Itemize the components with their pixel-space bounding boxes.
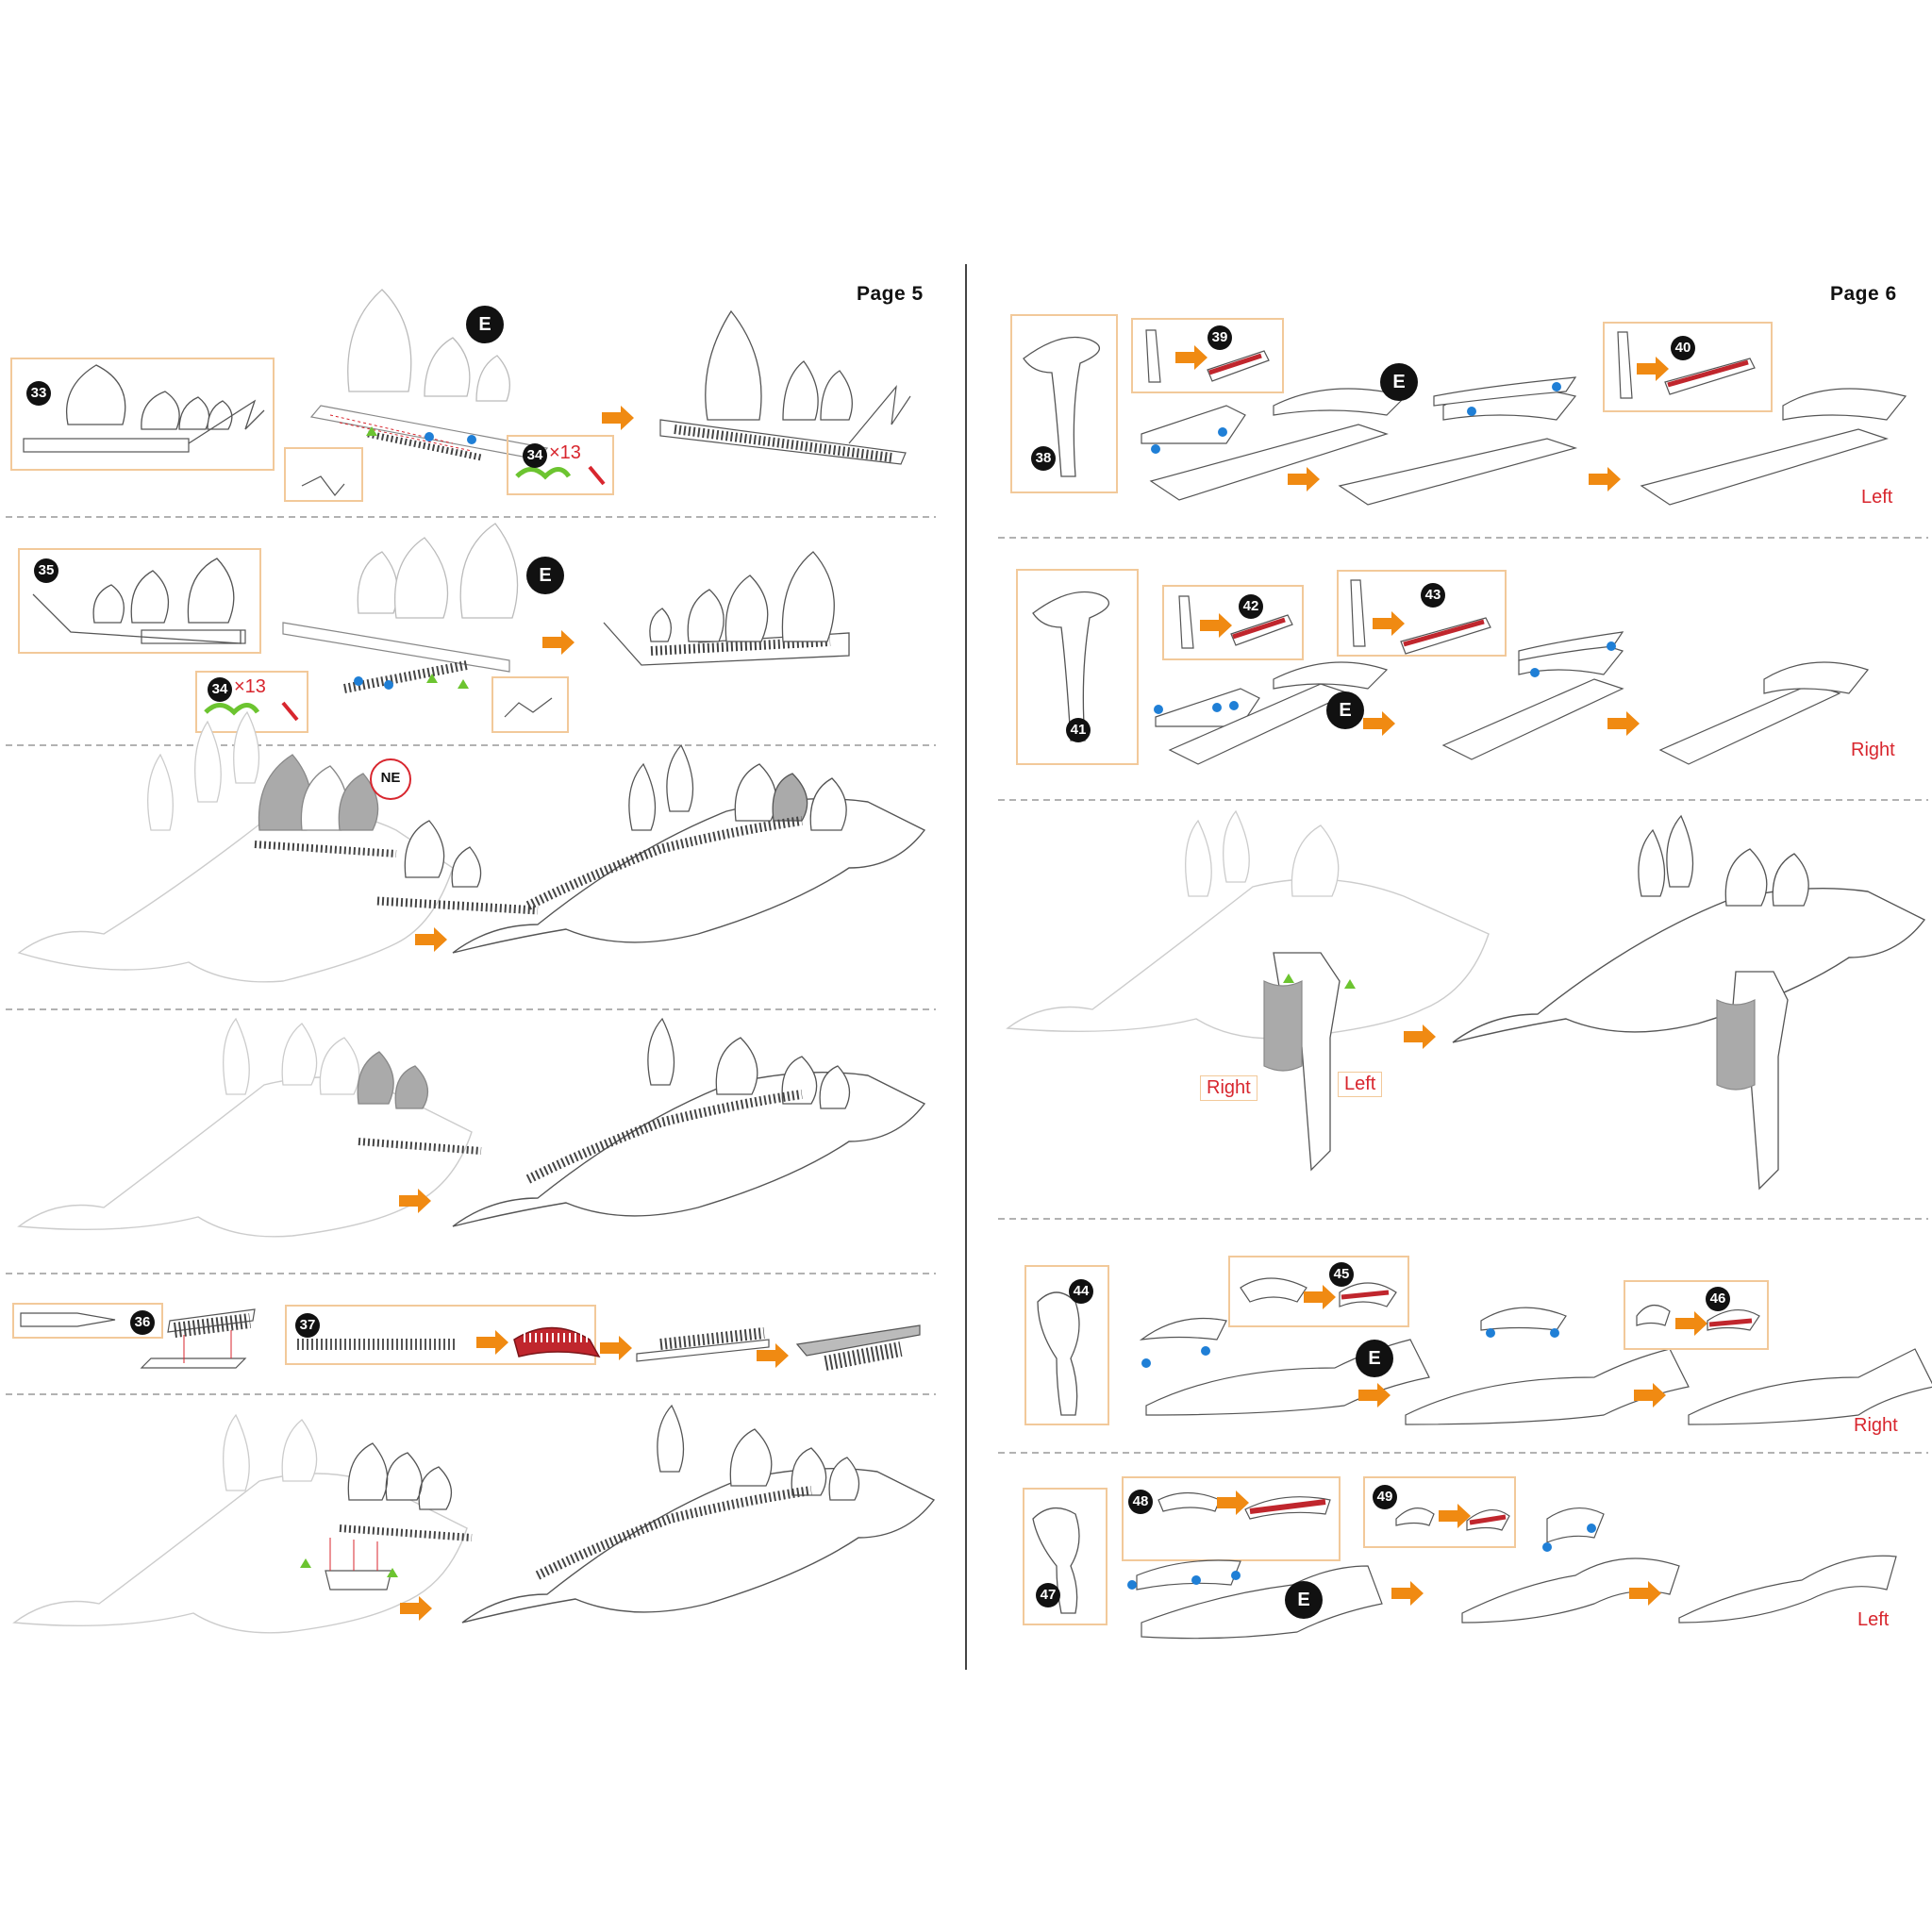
ne-badge: NE xyxy=(370,758,411,800)
step-41-43 xyxy=(1016,569,1870,765)
step-number-34: 34 xyxy=(523,443,547,468)
e-badge: E xyxy=(1356,1340,1393,1377)
e-badge: E xyxy=(466,306,504,343)
step-number-40: 40 xyxy=(1671,336,1695,360)
step-number-37: 37 xyxy=(295,1313,320,1338)
step-number-38: 38 xyxy=(1031,446,1056,471)
step-35 xyxy=(18,523,850,733)
step-number-39: 39 xyxy=(1208,325,1232,350)
skeleton-assembly-1 xyxy=(17,710,926,983)
skeleton-assembly-4 xyxy=(1006,809,1926,1191)
side-label-right: Right xyxy=(1854,1415,1898,1436)
step-number-35: 35 xyxy=(34,558,58,583)
e-badge: E xyxy=(526,557,564,594)
step-33 xyxy=(10,289,911,502)
step-number-45: 45 xyxy=(1329,1262,1354,1287)
step-number-43: 43 xyxy=(1421,583,1445,608)
step-47-49 xyxy=(1023,1476,1897,1640)
step-number-34: 34 xyxy=(208,677,232,702)
side-label-left: Left xyxy=(1857,1609,1890,1630)
step-36-37 xyxy=(12,1303,921,1371)
page-label-5: Page 5 xyxy=(857,283,924,305)
e-badge: E xyxy=(1326,691,1364,729)
step-number-46: 46 xyxy=(1706,1287,1730,1311)
step-44-46 xyxy=(1024,1256,1932,1425)
step-number-36: 36 xyxy=(130,1310,155,1335)
leg-label-left: Left xyxy=(1338,1072,1383,1097)
e-badge: E xyxy=(1285,1581,1323,1619)
step-number-33: 33 xyxy=(26,381,51,406)
step-number-48: 48 xyxy=(1128,1490,1153,1514)
step-number-41: 41 xyxy=(1066,718,1091,742)
skeleton-assembly-3 xyxy=(12,1404,936,1634)
leg-label-right: Right xyxy=(1200,1075,1257,1101)
side-label-right: Right xyxy=(1851,740,1895,760)
step-number-44: 44 xyxy=(1069,1279,1093,1304)
step-number-47: 47 xyxy=(1036,1583,1060,1607)
repeat-count: ×13 xyxy=(234,676,266,697)
repeat-count: ×13 xyxy=(549,442,581,463)
side-label-left: Left xyxy=(1861,487,1893,508)
page-label-6: Page 6 xyxy=(1830,283,1897,305)
step-number-42: 42 xyxy=(1239,594,1263,619)
step-number-49: 49 xyxy=(1373,1485,1397,1509)
step-38-40 xyxy=(1010,314,1907,506)
e-badge: E xyxy=(1380,363,1418,401)
skeleton-assembly-2 xyxy=(17,1017,926,1238)
